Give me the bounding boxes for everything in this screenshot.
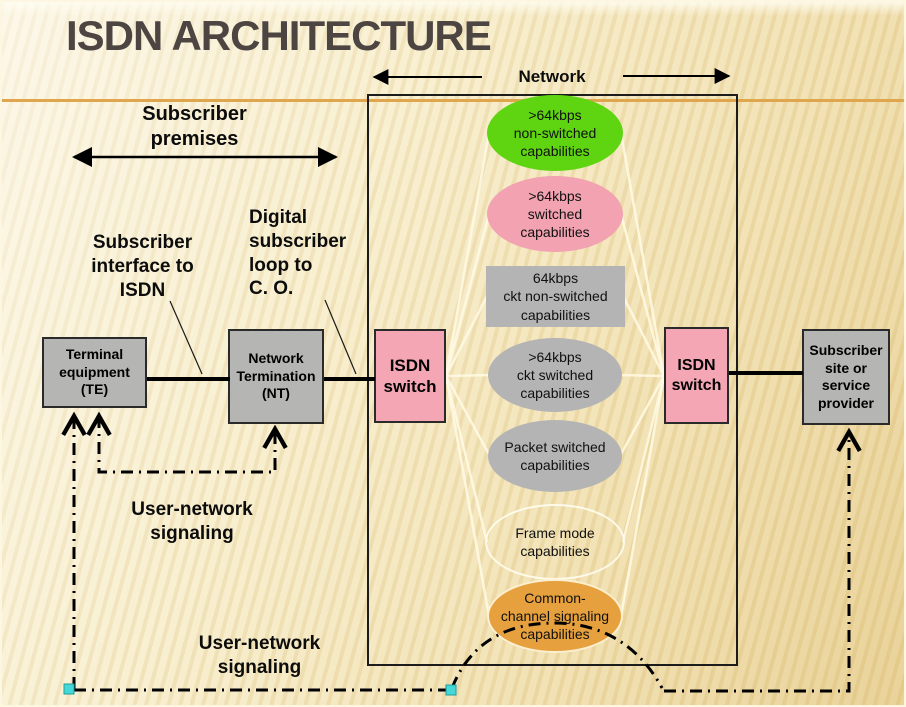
signaling-arc-common-channel <box>450 621 664 689</box>
callout-line-subscriber-interface <box>169 300 203 375</box>
signaling-line-te-nt-loop <box>86 411 288 474</box>
capability-common-channel-signaling: Common- channel signaling capabilities <box>487 579 623 653</box>
signal-handle-left <box>63 683 75 695</box>
capability-gt64-switched: >64kbps switched capabilities <box>487 176 623 252</box>
signal-handle-right <box>445 684 457 696</box>
isdn-switch-right-box: ISDN switch <box>664 327 729 424</box>
signaling-line-bottom-right <box>664 427 862 693</box>
subscriber-site-box: Subscriber site or service provider <box>802 329 890 425</box>
capability-gt64-ckt-switched: >64kbps ckt switched capabilities <box>488 338 622 412</box>
isdn-switch-left-box: ISDN switch <box>374 329 446 423</box>
capability-gt64-non-switched: >64kbps non-switched capabilities <box>487 95 623 171</box>
network-termination-box: Network Termination (NT) <box>228 329 324 424</box>
terminal-equipment-box: Terminal equipment (TE) <box>42 337 147 408</box>
capability-packet-switched: Packet switched capabilities <box>488 420 622 492</box>
capability-fan-lines <box>444 132 666 617</box>
capability-64-ckt-non-switched: 64kbps ckt non-switched capabilities <box>486 266 625 327</box>
callout-line-digital-loop <box>324 299 357 375</box>
accent-divider-line <box>2 99 904 102</box>
